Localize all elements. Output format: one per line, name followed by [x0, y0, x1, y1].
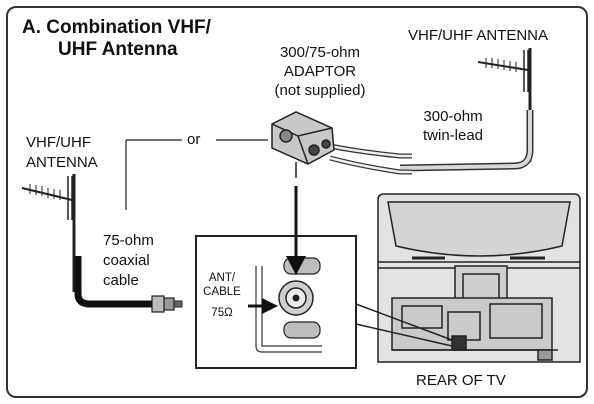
- callout-lines: [355, 303, 453, 347]
- twin-lead-label-line2: twin-lead: [422, 127, 484, 144]
- adaptor-illustration: [271, 111, 335, 178]
- coax-label-line1: 75-ohm: [103, 232, 154, 249]
- right-antenna-label: VHF/UHF ANTENNA: [408, 27, 549, 44]
- adaptor-label-line2: ADAPTOR: [283, 63, 357, 80]
- left-antenna-label-line1: VHF/UHF: [26, 134, 91, 151]
- twin-lead-label-line1: 300-ohm: [423, 108, 483, 125]
- tv-rear-illustration: [377, 193, 581, 363]
- ant-cable-label-line3: 75Ω: [211, 307, 233, 319]
- or-connector-line: [125, 139, 268, 210]
- left-antenna-label-line2: ANTENNA: [26, 154, 98, 171]
- ant-cable-label-line2: CABLE: [203, 286, 241, 298]
- coax-label-line3: cable: [103, 272, 139, 289]
- coax-label-line2: coaxial: [103, 252, 150, 269]
- rear-of-tv-label: REAR OF TV: [416, 372, 506, 389]
- left-antenna-illustration: [21, 174, 76, 292]
- coaxial-cable: [74, 256, 183, 313]
- figure-title-line1: A. Combination VHF/: [22, 17, 211, 38]
- figure-title-line2: UHF Antenna: [58, 39, 178, 60]
- connection-arrows: [248, 186, 306, 314]
- adaptor-label-line1: 300/75-ohm: [279, 44, 361, 61]
- adaptor-label-line3: (not supplied): [274, 82, 366, 99]
- or-label: or: [187, 131, 201, 148]
- ant-cable-inset-panel: [195, 235, 357, 369]
- twin-lead-cable: [329, 110, 534, 175]
- ant-cable-label-line1: ANT/: [208, 272, 236, 284]
